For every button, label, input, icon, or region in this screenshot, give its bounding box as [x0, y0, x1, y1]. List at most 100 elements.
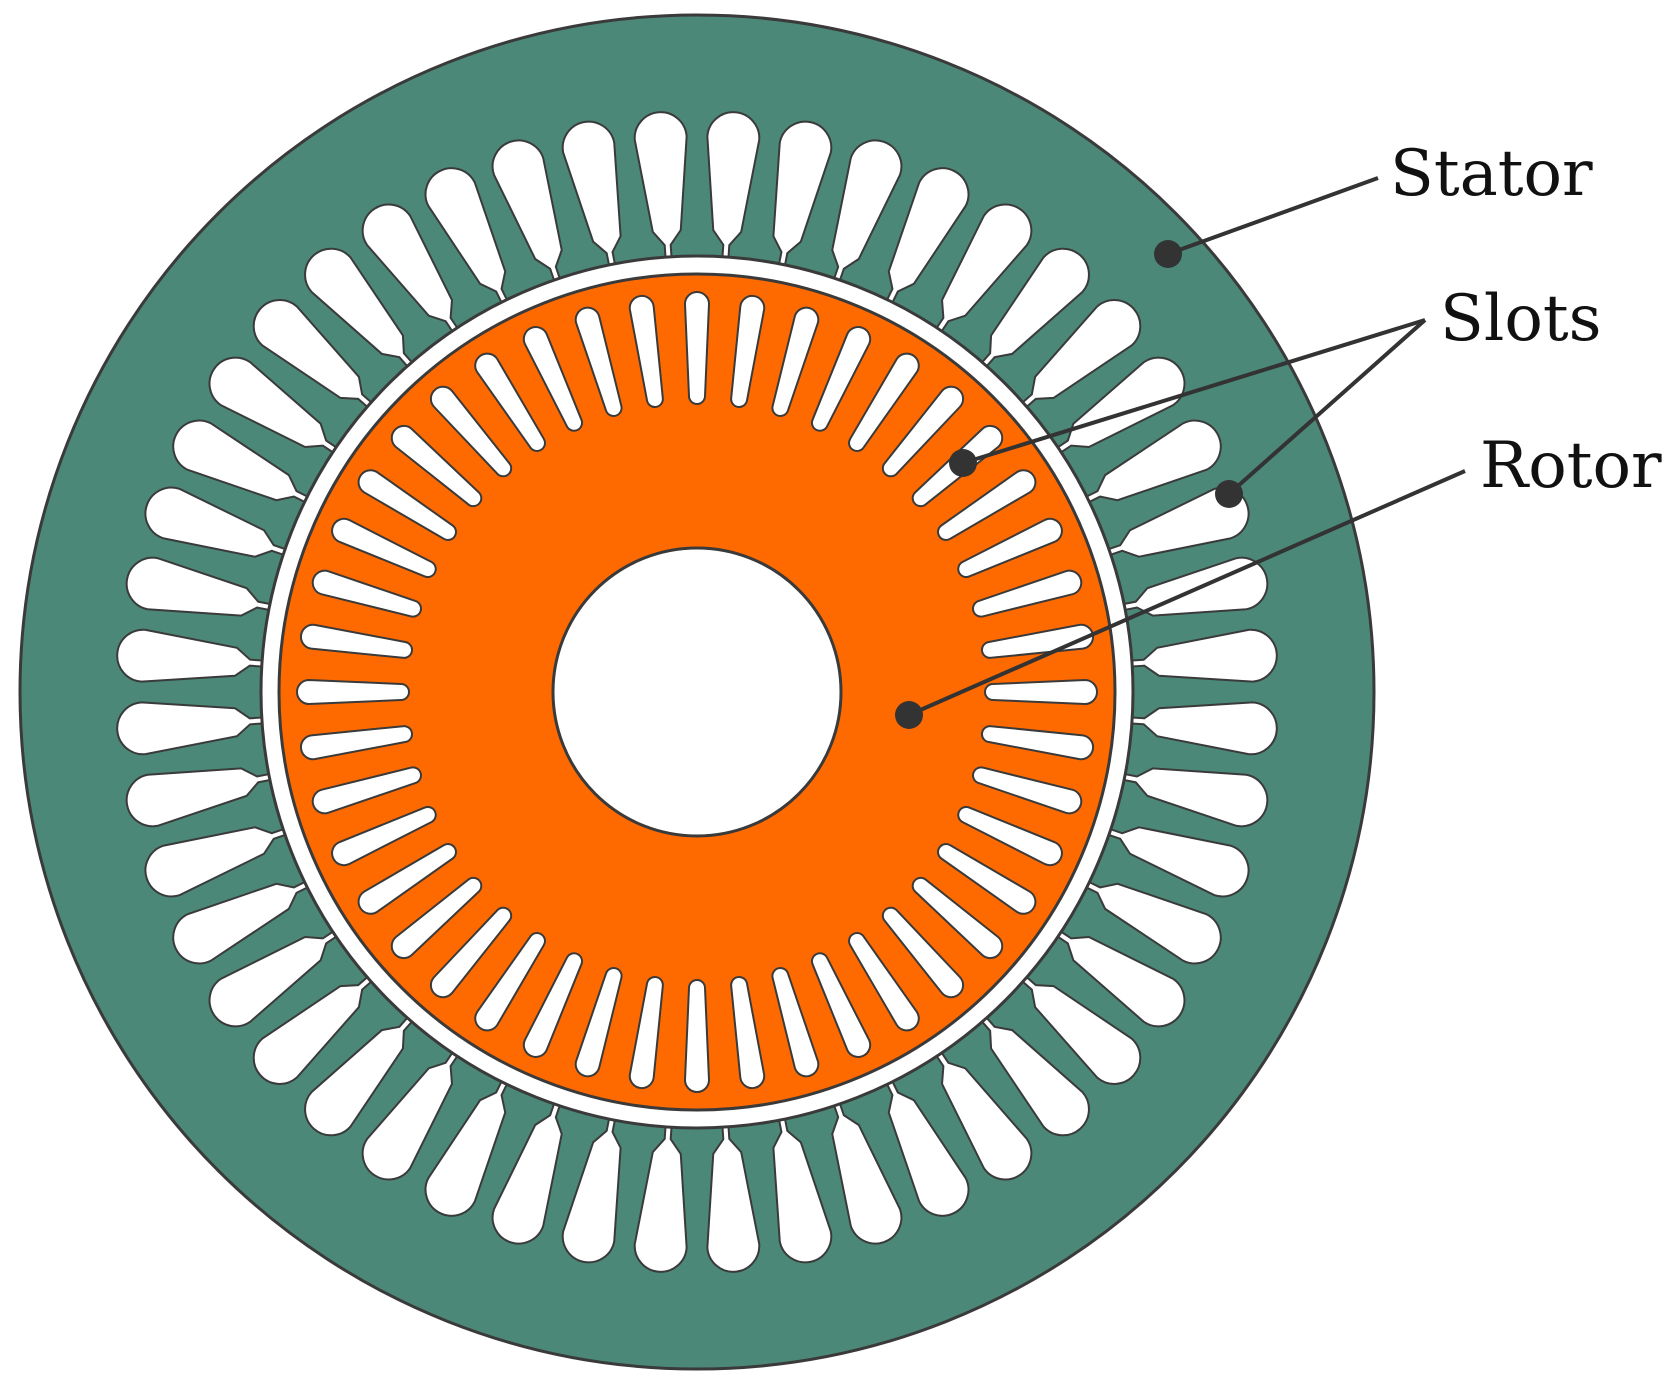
stator-slot — [706, 111, 761, 259]
stator-slot — [172, 419, 309, 504]
stator-slot — [208, 930, 338, 1028]
stator-slot — [252, 975, 373, 1085]
stator-slots — [116, 111, 1278, 1273]
stator-slot — [304, 1016, 414, 1137]
rotor-slot — [357, 469, 457, 541]
rotor-slot — [311, 569, 422, 618]
stator-slot — [116, 628, 264, 683]
rotor-slot — [980, 623, 1095, 659]
rotor-slot — [937, 843, 1037, 915]
stator-slot — [1130, 628, 1278, 683]
rotor-slot — [311, 766, 422, 815]
rotor-slot — [771, 306, 820, 417]
rotor-slot — [980, 725, 1095, 761]
rotor-slot — [574, 306, 623, 417]
stator-slot — [125, 556, 272, 617]
rotor-slot — [848, 932, 920, 1032]
rotor-slot — [429, 385, 513, 478]
rotor-slot — [522, 326, 583, 432]
stator-slot — [1085, 419, 1222, 504]
rotor-slot — [848, 352, 920, 452]
rotor-slot — [957, 517, 1063, 578]
stator-slot — [172, 880, 309, 965]
stator-slot — [980, 1016, 1090, 1137]
rotor-slot — [331, 517, 437, 578]
slots-leader-stator-dot — [1215, 480, 1243, 508]
stator-leader-dot — [1154, 240, 1182, 268]
stator-slot — [1085, 880, 1222, 965]
stator-slot — [252, 299, 373, 409]
rotor-slot — [299, 725, 414, 761]
stator-slot — [491, 139, 563, 282]
rotor-slot — [730, 975, 766, 1090]
rotor-slot — [357, 843, 457, 915]
rotor-slot — [390, 876, 483, 960]
annotations: Stator Slots Rotor — [895, 137, 1662, 729]
rotor-slot — [881, 906, 965, 999]
rotor-slot — [771, 967, 820, 1078]
stator-slot — [1021, 299, 1142, 409]
stator-slot — [125, 767, 272, 828]
stator-slot — [491, 1102, 563, 1245]
stator-slot — [831, 139, 903, 282]
slots-leader-stator — [1227, 318, 1427, 496]
rotor-slot — [574, 967, 623, 1078]
rotor-slot — [474, 352, 546, 452]
stator-slot — [935, 1051, 1033, 1181]
rotor-slot — [984, 678, 1098, 706]
slots-leader-rotor-dot — [949, 449, 977, 477]
stator-slot — [561, 1117, 622, 1264]
stator-slot — [885, 1080, 970, 1217]
rotor-leader-dot — [895, 701, 923, 729]
rotor-slot — [937, 469, 1037, 541]
stator-slot — [772, 1117, 833, 1264]
rotor-slot — [730, 294, 766, 409]
stator-slot — [304, 247, 414, 368]
stator-slot — [424, 1080, 509, 1217]
rotor-slots — [296, 291, 1098, 1093]
rotor-slot — [628, 975, 664, 1090]
slots-label: Slots — [1440, 282, 1601, 356]
rotor-slot — [522, 952, 583, 1058]
stator-slot — [885, 167, 970, 304]
stator-slot — [424, 167, 509, 304]
stator-leader — [1167, 176, 1379, 256]
rotor-label: Rotor — [1480, 429, 1662, 503]
stator-slot — [144, 486, 287, 558]
rotor-slot — [429, 906, 513, 999]
stator-slot — [561, 120, 622, 267]
rotor-slot — [811, 952, 872, 1058]
slots-leader-rotor — [962, 318, 1426, 465]
rotor-slot — [390, 424, 483, 508]
stator-slot — [361, 203, 459, 333]
stator-slot — [144, 826, 287, 898]
rotor-slot — [683, 979, 711, 1093]
rotor-slot — [811, 326, 872, 432]
rotor-leader — [908, 469, 1466, 717]
stator-slot — [208, 356, 338, 454]
rotor-slot — [296, 678, 410, 706]
stator-label: Stator — [1390, 137, 1593, 211]
stator-slot — [116, 701, 264, 756]
stator-slot — [1130, 701, 1278, 756]
rotor-slot — [881, 385, 965, 478]
rotor-slot — [474, 932, 546, 1032]
shaft-bore — [551, 546, 843, 838]
stator-slot — [361, 1051, 459, 1181]
stator-slot — [1107, 826, 1250, 898]
stator-slot — [935, 203, 1033, 333]
rotor-slot — [628, 294, 664, 409]
rotor-slot — [299, 623, 414, 659]
stator-slot — [633, 1125, 688, 1273]
rotor-slot — [331, 806, 437, 867]
rotor-slot — [683, 291, 711, 405]
rotor-slot — [972, 569, 1083, 618]
stator-slot — [1056, 930, 1186, 1028]
stator-slot — [706, 1125, 761, 1273]
stator-slot — [772, 120, 833, 267]
rotor-slot — [972, 766, 1083, 815]
rotor-slot — [911, 876, 1004, 960]
stator-slot — [633, 111, 688, 259]
stator-slot — [1056, 356, 1186, 454]
